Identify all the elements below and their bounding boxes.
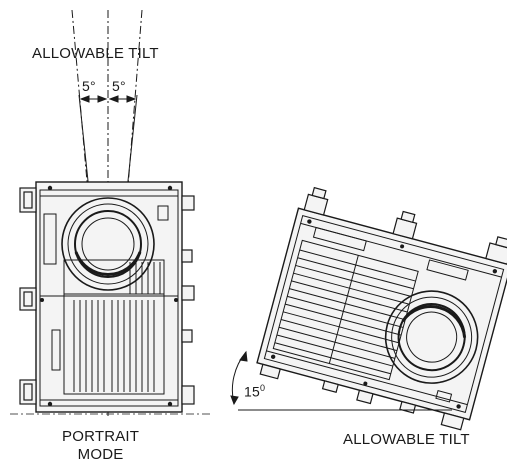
- portrait-line2: MODE: [62, 446, 139, 464]
- angle-left-label: 5°: [82, 78, 96, 94]
- angle-right-label: 5°: [112, 78, 126, 94]
- portrait-body: [36, 182, 182, 412]
- tilt-angle-value: 15: [244, 384, 260, 400]
- portrait-projector: [10, 10, 210, 416]
- tilt-angle-label: 150: [244, 383, 265, 400]
- portrait-feet-right: [182, 196, 194, 404]
- portrait-mode-label: PORTRAIT MODE: [62, 428, 139, 464]
- degree-mark: 0: [260, 383, 265, 393]
- portrait-feet-left: [20, 188, 36, 404]
- tilted-projector: [231, 185, 507, 431]
- tilted-body: [257, 208, 507, 419]
- portrait-line1: PORTRAIT: [62, 428, 139, 446]
- allowable-tilt-right-label: ALLOWABLE TILT: [343, 431, 470, 448]
- allowable-tilt-top-label: ALLOWABLE TILT: [32, 45, 159, 62]
